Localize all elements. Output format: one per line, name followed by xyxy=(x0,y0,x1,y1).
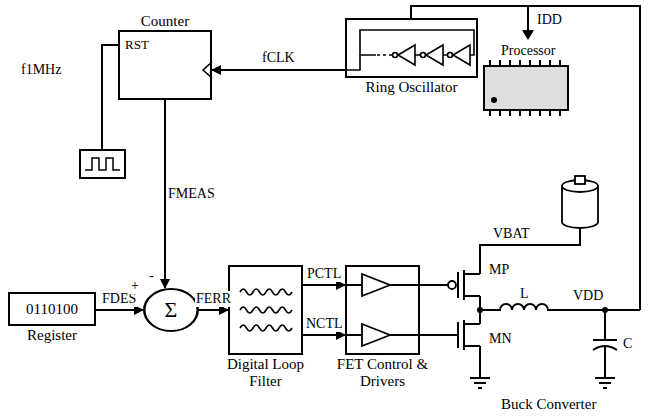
current-arrow xyxy=(527,6,529,32)
setpoint-signal xyxy=(96,309,143,311)
sign-mark: + xyxy=(130,278,140,294)
register-block: 0110100Register xyxy=(8,292,96,326)
filter-symbol xyxy=(240,289,292,331)
battery xyxy=(562,176,598,228)
filter-block: Digital Loop Filter xyxy=(228,265,303,355)
register-value: 0110100 xyxy=(10,301,94,318)
block-title: Digital Loop Filter xyxy=(214,356,318,390)
oscillator-block: Ring Oscillator xyxy=(345,18,478,78)
signal-name: FERR xyxy=(195,291,232,307)
part-name: Processor xyxy=(500,43,556,59)
error-signal xyxy=(199,309,228,311)
inverter-chain xyxy=(347,30,474,70)
supply-rail xyxy=(411,6,640,310)
ground-symbol xyxy=(595,378,615,388)
signal-name: PCTL xyxy=(306,266,342,282)
signal-name: FMEAS xyxy=(167,186,216,202)
transistor-name: MN xyxy=(488,331,513,347)
block-title: FET Control & Drivers xyxy=(331,356,435,390)
mosfet-pair xyxy=(458,228,580,378)
block-title: Counter xyxy=(141,13,189,30)
block-title: Register xyxy=(27,327,77,344)
reset-wire xyxy=(102,45,118,150)
voltage-name: VBAT xyxy=(492,226,531,242)
summing-junction: Σ xyxy=(143,288,199,332)
arrow-head xyxy=(522,30,534,40)
control-signal xyxy=(303,334,345,336)
voltage-name: VDD xyxy=(572,288,604,304)
sum-symbol: Σ xyxy=(143,298,199,322)
block-title: Ring Oscillator xyxy=(365,79,457,96)
clock-source xyxy=(80,150,125,178)
signal-name: fCLK xyxy=(261,50,296,66)
capacitor-name: C xyxy=(622,336,633,352)
sign-mark: - xyxy=(148,268,155,284)
processor-chip xyxy=(484,60,568,116)
ground-symbol xyxy=(470,378,490,388)
driver-block: FET Control & Drivers xyxy=(345,265,420,355)
square-wave xyxy=(85,158,120,170)
inductor xyxy=(480,304,640,310)
feedback-signal xyxy=(164,100,166,288)
control-signal xyxy=(303,284,345,286)
pin-name: RST xyxy=(125,36,149,53)
capacitor xyxy=(593,310,617,378)
clock-signal xyxy=(212,69,345,71)
clock-frequency: f1MHz xyxy=(20,62,62,78)
counter-block: CounterRST xyxy=(118,30,212,100)
current-name: IDD xyxy=(536,12,563,28)
gate-drivers xyxy=(347,274,458,346)
signal-name: NCTL xyxy=(305,316,344,332)
transistor-name: MP xyxy=(488,262,510,278)
block-title: Buck Converter xyxy=(500,396,597,413)
inductor-name: L xyxy=(519,286,530,302)
